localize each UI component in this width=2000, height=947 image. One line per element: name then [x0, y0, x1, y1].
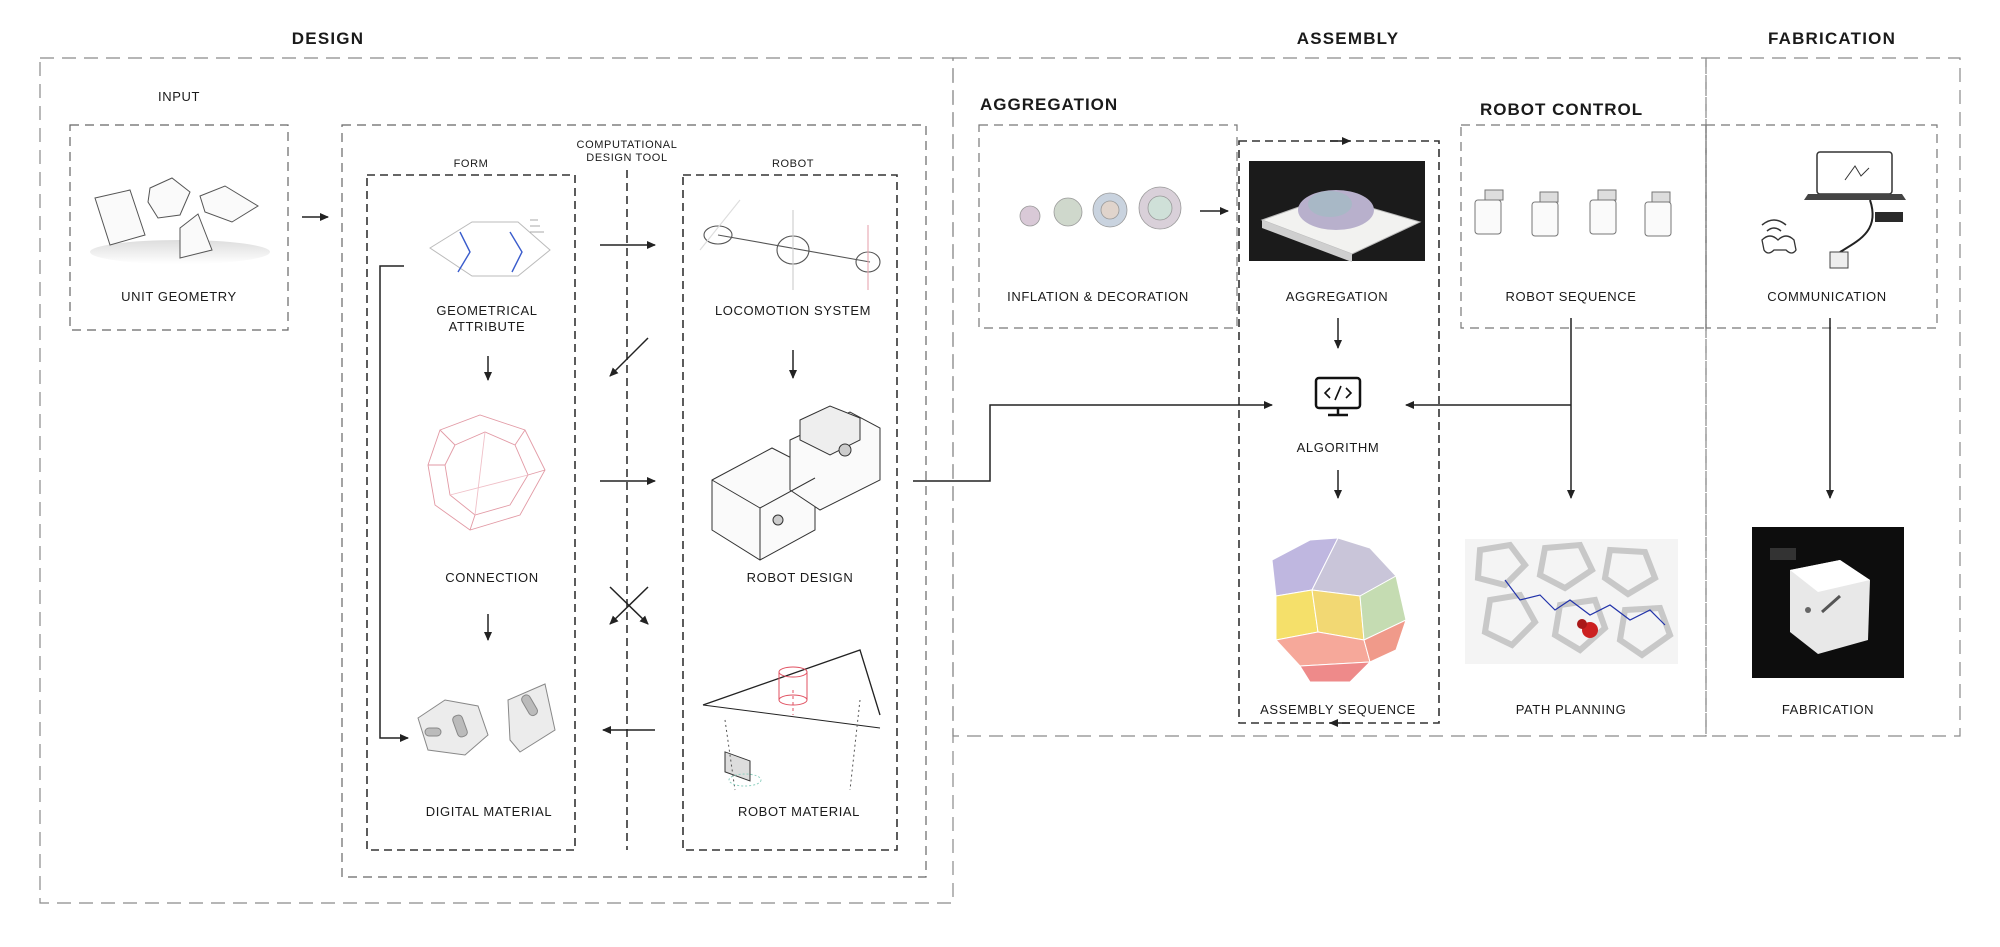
aggregation-illustration [1249, 161, 1425, 262]
aggregation-label: AGGREGATION [1285, 289, 1389, 304]
arrow-design-to-algorithm [913, 401, 1273, 482]
section-title-design: DESIGN [291, 29, 365, 48]
robot-design-illustration [711, 405, 881, 782]
robot-label: ROBOT [771, 158, 815, 170]
code-monitor-icon [1314, 376, 1362, 417]
path-planning-illustration [1465, 539, 1678, 664]
robot-material-label: ROBOT MATERIAL [737, 804, 861, 819]
digital-material-label: DIGITAL MATERIAL [425, 804, 553, 819]
arrow-feedback-loop [379, 265, 409, 742]
robot-sequence-illustration [1474, 189, 1672, 237]
locomotion-system-label: LOCOMOTION SYSTEM [714, 303, 872, 318]
unit-geometry-label: UNIT GEOMETRY [121, 289, 237, 304]
inflation-frame [978, 124, 1238, 329]
unit-geometry-illustration [90, 177, 270, 264]
communication-illustration [1761, 151, 1906, 269]
geometrical-attribute-label: GEOMETRICAL ATTRIBUTE [436, 303, 538, 334]
arrow-cross-2 [609, 586, 649, 625]
form-label: FORM [453, 158, 489, 170]
computational-design-tool-label: COMPUTATIONAL DESIGN TOOL [576, 139, 678, 164]
algorithm-label: ALGORITHM [1296, 440, 1380, 455]
subsection-title-aggregation: AGGREGATION [980, 95, 1119, 114]
input-label: INPUT [158, 89, 200, 104]
robot-frame [682, 174, 898, 851]
geometrical-attribute-illustration [429, 219, 551, 277]
robot-material-illustration [702, 649, 881, 791]
arrow-robot-to-form-diag [609, 337, 649, 377]
section-title-assembly: ASSEMBLY [1296, 29, 1400, 48]
assembly-sequence-label: ASSEMBLY SEQUENCE [1260, 702, 1416, 717]
robot-sequence-label: ROBOT SEQUENCE [1505, 289, 1637, 304]
connection-label: CONNECTION [445, 570, 539, 585]
inflation-illustration [1019, 186, 1182, 230]
assembly-sequence-illustration [1271, 537, 1407, 683]
fabrication-frame [1705, 57, 1961, 737]
form-frame [366, 174, 576, 851]
design-frame [39, 57, 954, 904]
fabrication-label: FABRICATION [1781, 702, 1875, 717]
robot-design-label: ROBOT DESIGN [746, 570, 854, 585]
path-planning-label: PATH PLANNING [1515, 702, 1627, 717]
computational-tool-frame [341, 124, 927, 878]
locomotion-illustration [699, 199, 881, 290]
communication-frame [1705, 124, 1938, 329]
fabrication-photo [1752, 527, 1904, 678]
digital-material-illustration [417, 683, 556, 756]
communication-label: COMMUNICATION [1767, 289, 1887, 304]
subsection-title-robot-control: ROBOT CONTROL [1480, 100, 1644, 119]
inflation-decoration-label: INFLATION & DECORATION [1007, 289, 1189, 304]
connection-illustration [427, 414, 546, 531]
section-title-fabrication: FABRICATION [1767, 29, 1897, 48]
input-frame [69, 124, 289, 331]
